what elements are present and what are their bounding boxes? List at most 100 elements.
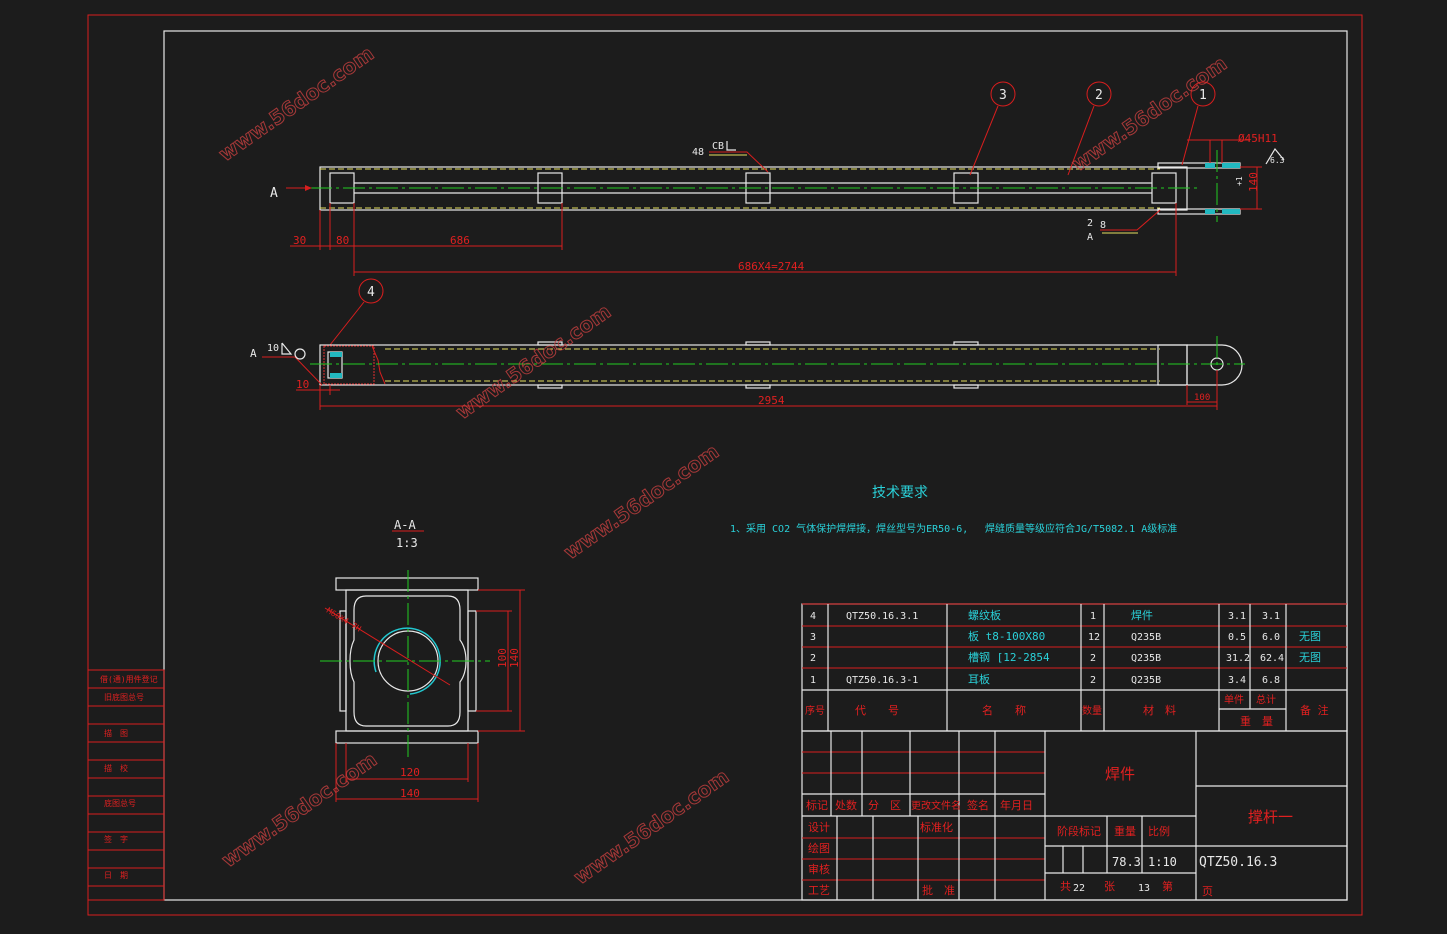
dim-686: 686 bbox=[450, 234, 470, 247]
thread-label: M60X4-7H bbox=[325, 606, 363, 634]
header-material: 材 料 bbox=[1143, 703, 1176, 717]
scale-value: 1:10 bbox=[1148, 855, 1177, 869]
part-no: 1 bbox=[810, 675, 816, 686]
parts-row: 3 板 t8-100X80 12 Q235B 0.5 6.0 无图 bbox=[810, 629, 1321, 643]
header-code: 代 号 bbox=[855, 704, 899, 717]
tech-notes: 技术要求 1、采用 CO2 气体保护焊焊接，焊丝型号为ER50-6, 焊缝质量等… bbox=[730, 485, 1177, 535]
label-scale: 比例 bbox=[1148, 824, 1170, 838]
dim-10: 10 bbox=[296, 378, 309, 391]
material: 焊件 bbox=[1105, 765, 1135, 783]
dim-140: 140 bbox=[508, 648, 521, 668]
drawing-number: QTZ50.16.3 bbox=[1199, 855, 1277, 870]
section-mark: A bbox=[250, 347, 257, 360]
part-total-weight: 6.0 bbox=[1262, 632, 1280, 643]
bore-dim: Ø45H11 bbox=[1238, 132, 1278, 145]
weight-value: 78.3 bbox=[1112, 855, 1141, 869]
label-sheet: 张 bbox=[1104, 880, 1115, 893]
header-name: 名 称 bbox=[982, 703, 1026, 717]
parts-row: 1 QTZ50.16.3-1 耳板 2 Q235B 3.4 6.8 bbox=[810, 672, 1280, 686]
outer-border bbox=[87, 14, 1363, 916]
label-date: 年月日 bbox=[1000, 798, 1033, 812]
part-name: 撑杆一 bbox=[1248, 808, 1293, 826]
label-check: 审核 bbox=[808, 862, 830, 876]
tech-note-line: 焊缝质量等级应符合JG/T5082.1 A级标准 bbox=[985, 522, 1177, 535]
label-stage: 阶段标记 bbox=[1057, 824, 1101, 838]
watermark: www.56doc.com bbox=[559, 439, 723, 564]
watermark: www.56doc.com bbox=[1067, 51, 1231, 176]
header-weight: 重 量 bbox=[1240, 714, 1273, 728]
part-material: Q235B bbox=[1131, 632, 1161, 643]
balloon-3: 3 bbox=[999, 88, 1007, 103]
dim-120: 120 bbox=[400, 766, 420, 779]
total-sheets: 22 bbox=[1073, 883, 1085, 894]
weld-size: 8 bbox=[1100, 220, 1106, 231]
part-name: 槽钢 [12-2854 bbox=[968, 651, 1050, 664]
header-qty: 数量 bbox=[1082, 704, 1102, 717]
part-material: Q235B bbox=[1131, 653, 1161, 664]
sheet-no: 13 bbox=[1138, 883, 1150, 894]
dim-140: 140 bbox=[1247, 172, 1260, 192]
sidebar-label: 借(通)用件登记 bbox=[100, 674, 158, 684]
weld-ref: A bbox=[1087, 232, 1093, 243]
section-mark: A bbox=[270, 186, 278, 201]
part-no: 3 bbox=[810, 632, 816, 643]
label-page: 第 bbox=[1162, 879, 1173, 893]
weld-num: 2 bbox=[1087, 218, 1093, 229]
dim-80: 80 bbox=[336, 234, 349, 247]
part-unit-weight: 31.2 bbox=[1226, 653, 1250, 664]
watermarks: www.56doc.com www.56doc.com www.56doc.co… bbox=[214, 41, 1232, 890]
sidebar-label: 底图总号 bbox=[104, 798, 136, 808]
inner-border bbox=[163, 30, 1348, 901]
watermark: www.56doc.com bbox=[217, 747, 381, 872]
part-name: 耳板 bbox=[968, 672, 990, 686]
parts-row: 4 QTZ50.16.3.1 螺纹板 1 焊件 3.1 3.1 bbox=[810, 608, 1280, 622]
label-process: 工艺 bbox=[808, 884, 830, 897]
header-no: 序号 bbox=[805, 704, 825, 717]
header-unit: 单件 bbox=[1224, 694, 1244, 706]
balloons: 1 2 3 4 bbox=[329, 81, 1216, 346]
section-title: A-A bbox=[394, 518, 416, 532]
sidebar-label: 旧底图总号 bbox=[104, 692, 144, 702]
part-note: 无图 bbox=[1299, 651, 1321, 664]
tech-notes-title: 技术要求 bbox=[872, 485, 928, 501]
label-standardization: 标准化 bbox=[920, 820, 953, 834]
sidebar-table: 借(通)用件登记 旧底图总号 描 图 描 校 底图总号 签 字 日 期 bbox=[87, 669, 165, 901]
dim-140: 140 bbox=[400, 787, 420, 800]
weld-symbol: CB bbox=[712, 141, 724, 152]
part-total-weight: 3.1 bbox=[1262, 611, 1280, 622]
part-qty: 12 bbox=[1088, 632, 1100, 643]
label-draw: 绘图 bbox=[808, 841, 830, 855]
part-total-weight: 62.4 bbox=[1260, 653, 1284, 664]
label-weight: 重量 bbox=[1114, 824, 1136, 838]
part-qty: 1 bbox=[1090, 611, 1096, 622]
part-note: 无图 bbox=[1299, 630, 1321, 643]
dim-100: 100 bbox=[496, 648, 509, 668]
part-unit-weight: 3.1 bbox=[1228, 611, 1246, 622]
part-total-weight: 6.8 bbox=[1262, 675, 1280, 686]
weld-size: 48 bbox=[692, 147, 704, 158]
watermark: www.56doc.com bbox=[214, 41, 378, 166]
balloon-2: 2 bbox=[1095, 88, 1103, 103]
label-page-suffix: 页 bbox=[1202, 885, 1213, 898]
front-view: A 10 10 2954 100 bbox=[250, 336, 1245, 410]
label-approve: 批 准 bbox=[922, 883, 955, 897]
label-mark: 标记 bbox=[806, 798, 828, 812]
watermark: www.56doc.com bbox=[451, 299, 615, 424]
label-count: 处数 bbox=[835, 799, 857, 812]
section-scale: 1:3 bbox=[396, 536, 418, 550]
label-sign: 签名 bbox=[967, 798, 989, 812]
dim-total: 686X4=2744 bbox=[738, 260, 805, 273]
tech-note-line: 1、采用 CO2 气体保护焊焊接，焊丝型号为ER50-6, bbox=[730, 522, 968, 535]
header-total: 总计 bbox=[1256, 693, 1276, 706]
part-code: QTZ50.16.3-1 bbox=[846, 675, 918, 686]
parts-row: 2 槽钢 [12-2854 2 Q235B 31.2 62.4 无图 bbox=[810, 651, 1321, 664]
watermark: www.56doc.com bbox=[569, 764, 733, 889]
part-material: Q235B bbox=[1131, 675, 1161, 686]
weld-size: 10 bbox=[267, 343, 279, 354]
part-unit-weight: 3.4 bbox=[1228, 675, 1246, 686]
part-no: 2 bbox=[810, 653, 816, 664]
sidebar-label: 签 字 bbox=[104, 834, 128, 844]
label-design: 设计 bbox=[808, 821, 830, 834]
sidebar-label: 日 期 bbox=[104, 871, 128, 880]
